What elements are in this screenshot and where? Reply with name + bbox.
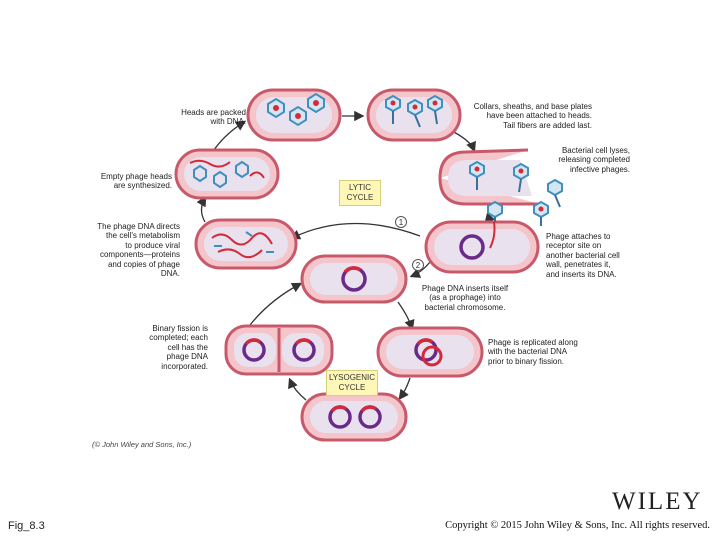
wiley-logo: WILEY bbox=[612, 488, 703, 515]
arrow-prophage-to-replicated bbox=[397, 301, 415, 331]
lysogenic-cycle-label: LYSOGENIC CYCLE bbox=[326, 370, 378, 396]
cell-prophage bbox=[300, 254, 408, 304]
svg-text:2: 2 bbox=[416, 261, 421, 270]
cell-lysing bbox=[438, 148, 563, 226]
arrow-directs-to-empty-heads bbox=[196, 195, 207, 223]
svg-text:1: 1 bbox=[399, 218, 404, 227]
figure-label: Fig_8.3 bbox=[8, 520, 45, 532]
cell-heads-packed bbox=[246, 88, 342, 142]
cell-replicating bbox=[376, 326, 484, 378]
figure-credit: (© John Wiley and Sons, Inc.) bbox=[92, 440, 192, 449]
cell-binary-fission bbox=[224, 324, 334, 376]
arrow-lower-to-binary bbox=[288, 377, 307, 401]
annotation-phage-dna-directs: The phage DNA directs the cell's metabol… bbox=[97, 222, 180, 279]
cell-collars-attached bbox=[366, 88, 462, 142]
annotation-phage-attaches: Phage attaches to receptor site on anoth… bbox=[546, 232, 620, 279]
annotation-inserts-itself: Phage DNA inserts itself (as a prophage)… bbox=[421, 284, 509, 312]
step-marker-1: 1 bbox=[395, 216, 407, 228]
cell-phage-attaches bbox=[424, 200, 540, 274]
annotation-heads-packed: Heads are packed with DNA. bbox=[181, 108, 246, 127]
cell-lysogenic-lower bbox=[300, 392, 408, 442]
annotation-collars: Collars, sheaths, and base plates have b… bbox=[473, 102, 592, 130]
arrow-binary-to-prophage bbox=[249, 282, 303, 326]
arrow-attach-to-prophage bbox=[409, 261, 431, 278]
annotation-binary-fission: Binary fission is completed; each cell h… bbox=[149, 324, 208, 371]
lytic-cycle-label: LYTIC CYCLE bbox=[339, 180, 381, 206]
step-marker-2: 2 bbox=[412, 259, 424, 271]
annotation-replicated-along: Phage is replicated along with the bacte… bbox=[488, 338, 578, 366]
copyright-notice: Copyright © 2015 John Wiley & Sons, Inc.… bbox=[445, 520, 710, 531]
cell-phage-dna-directs bbox=[194, 218, 298, 270]
annotation-empty-heads: Empty phage heads are synthesized. bbox=[100, 172, 172, 191]
arrow-attach-to-dna-directs bbox=[289, 222, 421, 240]
annotation-cell-lyses: Bacterial cell lyses, releasing complete… bbox=[558, 146, 630, 174]
arrow-replicated-to-lower bbox=[398, 377, 411, 401]
cell-empty-heads bbox=[174, 148, 280, 200]
